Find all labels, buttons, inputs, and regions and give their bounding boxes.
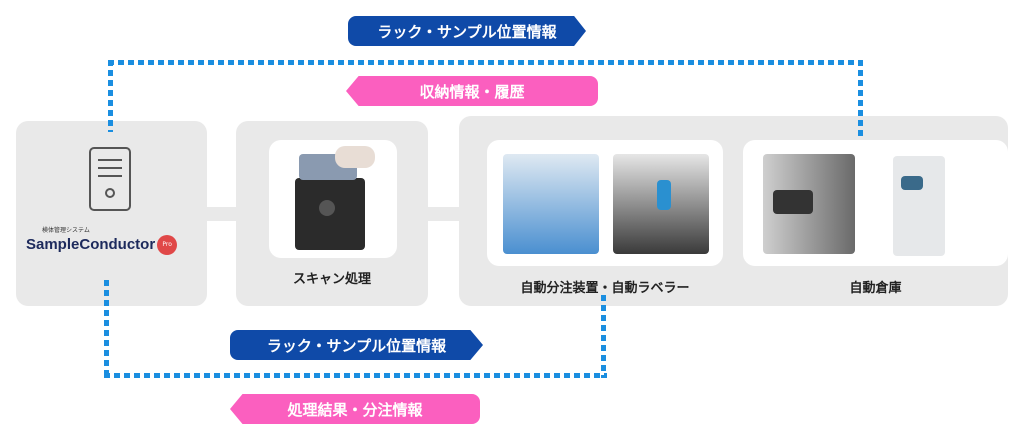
- dotted-line-bottom-right: [601, 295, 606, 378]
- dotted-line-top-left: [108, 60, 113, 132]
- logo-badge: Pro: [157, 235, 178, 255]
- flow-label: 収納情報・履歴: [419, 82, 525, 101]
- logo-text: SampleConductor: [26, 236, 156, 253]
- dotted-line-bottom: [104, 373, 607, 378]
- dispenser-images: [487, 140, 723, 266]
- system-panel: 検体管理システム SampleConductor Pro: [16, 121, 207, 306]
- dotted-line-top: [108, 60, 863, 65]
- flow-tag-bottom-response: 処理結果・分注情報: [230, 394, 480, 424]
- dispenser-label: 自動分注装置・自動ラベラー: [520, 281, 690, 296]
- storage-images: [743, 140, 1008, 266]
- storage-label: 自動倉庫: [849, 281, 902, 296]
- server-icon: [89, 147, 131, 211]
- dotted-line-top-right: [858, 60, 863, 140]
- flow-tag-bottom-request: ラック・サンプル位置情報: [230, 330, 483, 360]
- sampleconductor-logo: 検体管理システム SampleConductor Pro: [26, 227, 201, 255]
- scanner-image: [269, 140, 397, 258]
- scan-panel: スキャン処理: [236, 121, 428, 306]
- scan-label: スキャン処理: [292, 272, 371, 287]
- dotted-line-bottom-left: [104, 280, 109, 378]
- connector-scan-devices: [420, 207, 465, 221]
- flow-label: 処理結果・分注情報: [287, 400, 423, 419]
- flow-tag-top-request: ラック・サンプル位置情報: [348, 16, 586, 46]
- connector-system-scan: [200, 207, 245, 221]
- flow-tag-top-response: 収納情報・履歴: [346, 76, 598, 106]
- logo-row: SampleConductor Pro: [26, 235, 178, 255]
- logo-subtitle: 検体管理システム: [42, 227, 90, 234]
- flow-label: ラック・サンプル位置情報: [266, 336, 447, 355]
- devices-panel: 自動分注装置・自動ラベラー 自動倉庫: [459, 116, 1008, 306]
- flow-label: ラック・サンプル位置情報: [377, 22, 557, 41]
